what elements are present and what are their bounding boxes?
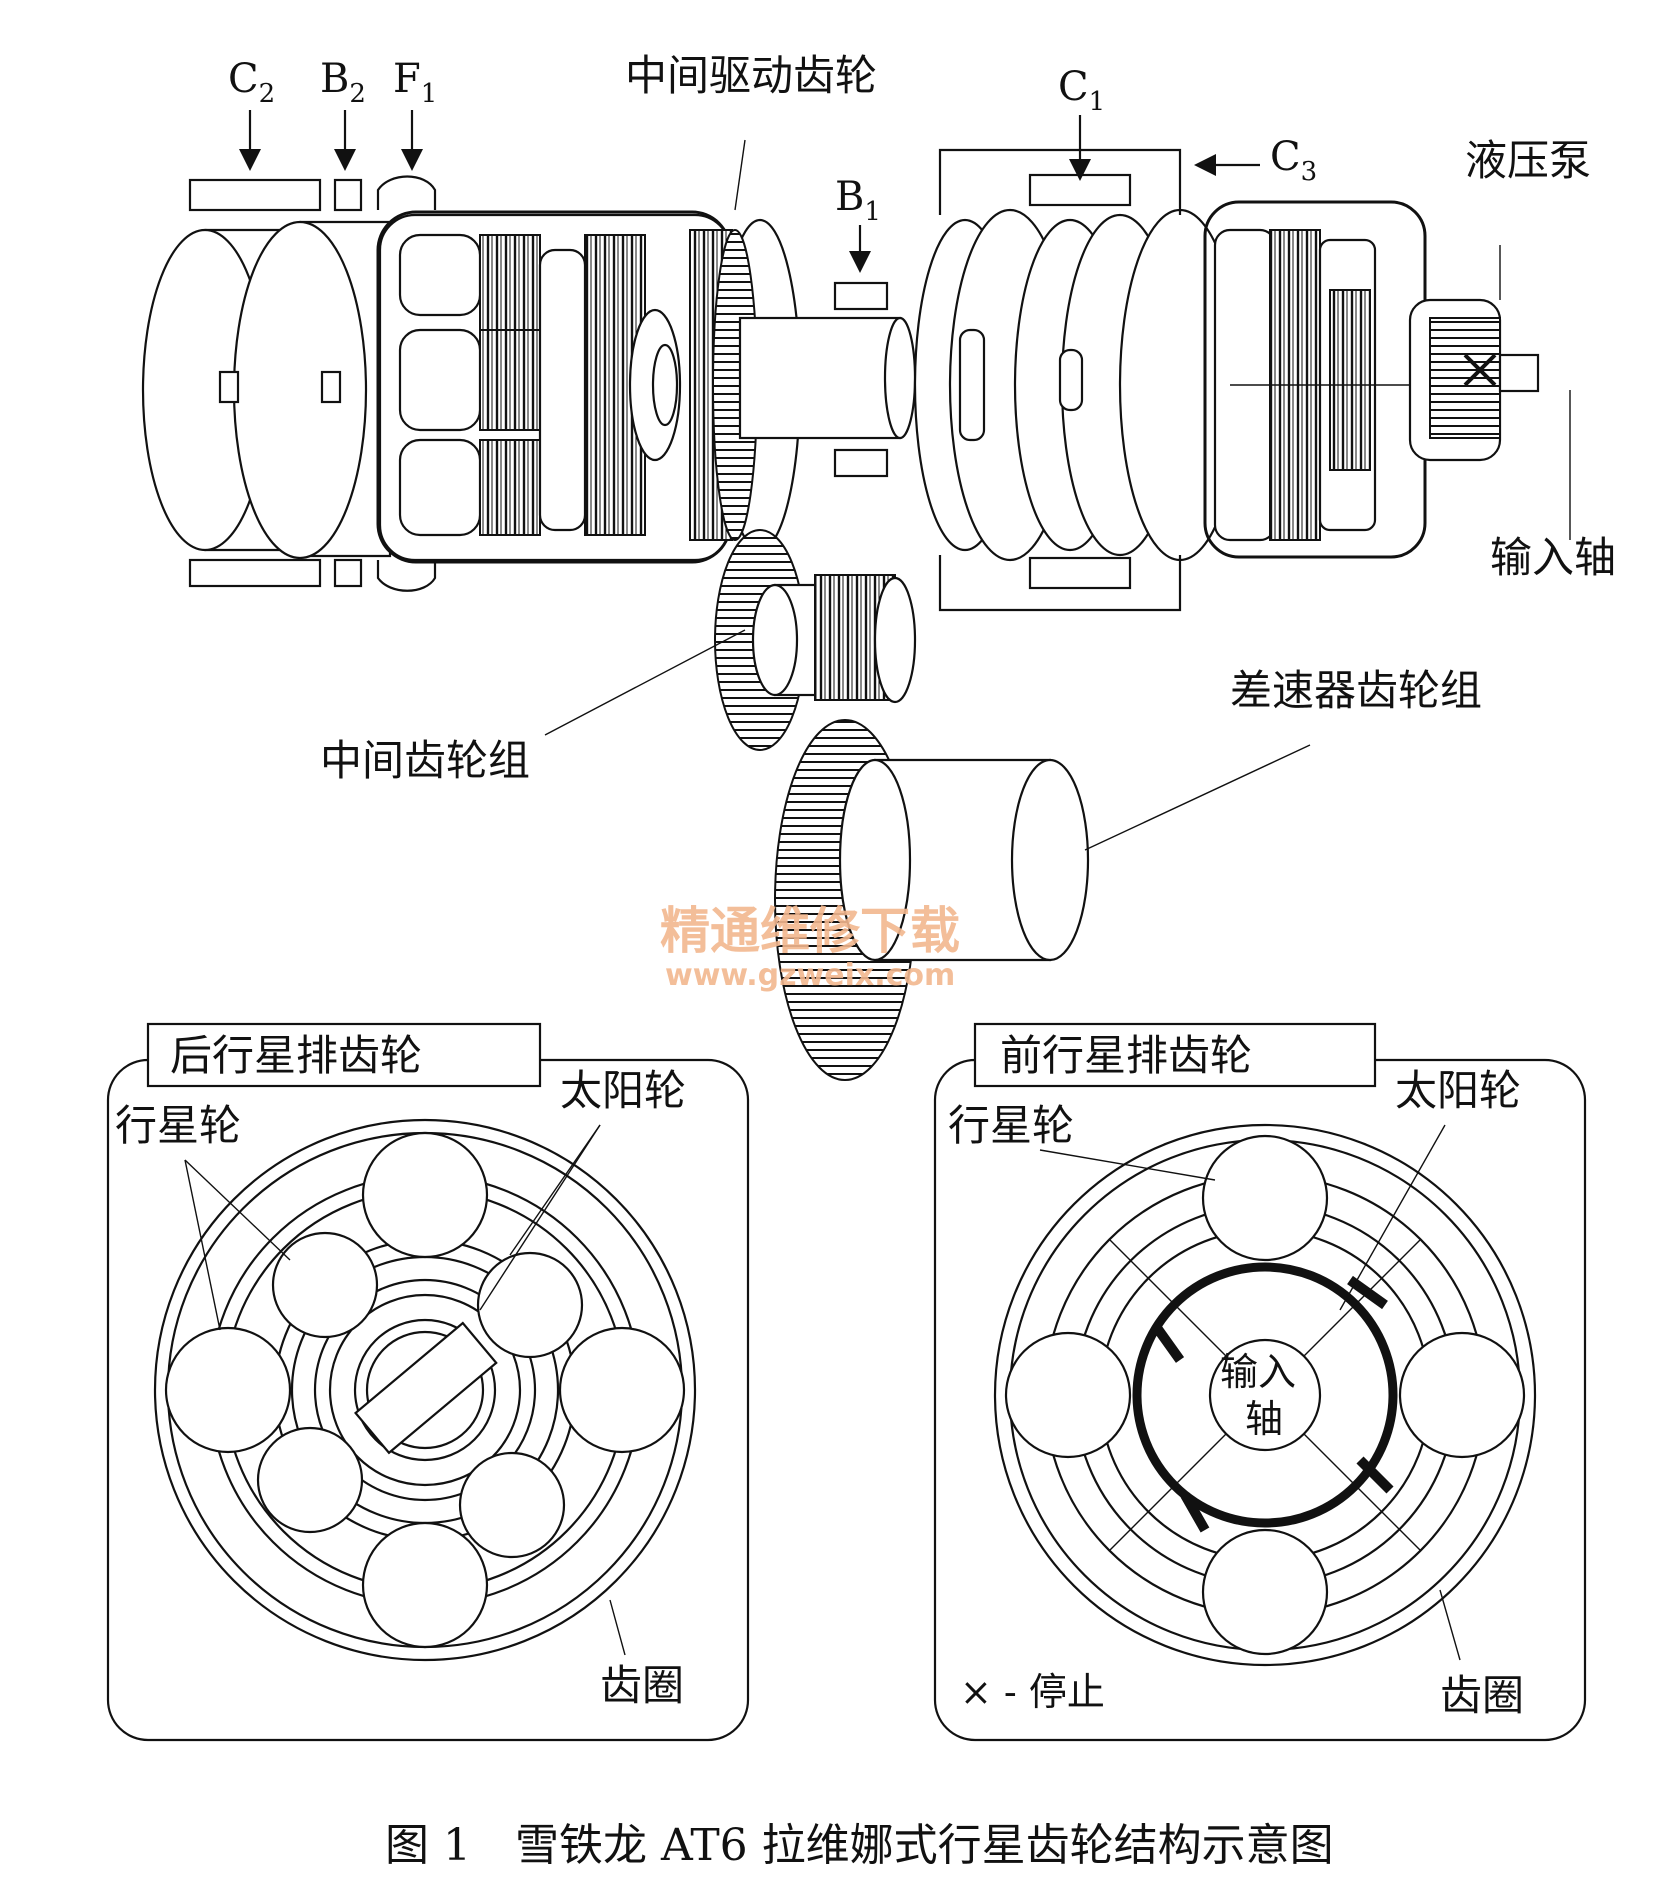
rear-panel-title: 后行星排齿轮 [170,1031,422,1080]
watermark: 精通维修下载 www.gzweix.com [660,902,960,993]
rear-planet-left [164,1326,292,1454]
figure-caption: 图 1 雪铁龙 AT6 拉维娜式行星齿轮结构示意图 [385,1820,1334,1871]
top-left-arrows: C2 B2 F1 [228,56,437,171]
f1-label: F1 [393,56,437,109]
front-input-shaft-label-1: 输入 [1220,1350,1296,1394]
svg-text:精通维修下载: 精通维修下载 [660,902,960,960]
rear-planetary-set [376,210,733,564]
rear-planet-inner-2 [476,1251,584,1359]
left-clutch-drums [141,220,392,560]
c2-label: C2 [228,56,275,109]
hydraulic-pump-input-shaft: 液压泵 输入轴 [1408,136,1616,582]
input-shaft-label: 输入轴 [1490,533,1616,582]
c1-c3-clutch-drums: C1 C3 [913,64,1317,612]
front-planetary-set [1203,200,1427,559]
front-planet-bottom [1201,1528,1329,1656]
front-planet-right [1398,1331,1526,1459]
central-shaft [738,316,917,440]
rear-planet-gear-label: 行星轮 [115,1101,241,1150]
rear-planet-inner-4 [458,1451,566,1559]
c1-label: C1 [1058,64,1105,117]
front-panel-title: 前行星排齿轮 [1000,1031,1252,1080]
differential-gear-set: 差速器齿轮组 [774,666,1482,1081]
intermediate-gear-set-label: 中间齿轮组 [320,736,530,785]
rear-planet-right [558,1326,686,1454]
front-planet-gear-label: 行星轮 [948,1101,1074,1150]
front-input-shaft-label-2: 轴 [1245,1397,1283,1441]
rear-planet-bottom [361,1521,489,1649]
front-sun-gear-label: 太阳轮 [1395,1066,1521,1115]
c3-label: C3 [1270,134,1317,187]
rear-planet-inner-3 [256,1426,364,1534]
front-ring-gear-label: 齿圈 [1440,1671,1524,1720]
b1-label: B1 [835,174,881,227]
b1-brake: B1 [833,174,889,478]
c2-b2-f1-blocks [188,175,437,592]
front-planet-top [1201,1134,1329,1262]
rear-planet-inner-1 [271,1231,379,1339]
transmission-drawing: C2 B2 F1 中间驱动齿轮 [141,51,1616,1081]
front-planetary-panel: 前行星排齿轮 输入 轴 行星轮 太阳轮 齿圈 × - 停止 [933,1022,1587,1742]
rear-ring-gear-label: 齿圈 [600,1661,684,1710]
stop-legend: × - 停止 [960,1670,1105,1714]
svg-text:www.gzweix.com: www.gzweix.com [665,958,955,993]
intermediate-gear-set: 中间齿轮组 [320,529,917,785]
rear-planetary-panel: 后行星排齿轮 行星轮 太阳轮 齿圈 [106,1022,750,1742]
b2-label: B2 [320,56,366,109]
hydraulic-pump-label: 液压泵 [1465,136,1591,185]
rear-planet-top [361,1131,489,1259]
differential-gear-set-label: 差速器齿轮组 [1230,666,1482,715]
intermediate-drive-gear-label: 中间驱动齿轮 [625,51,877,100]
rear-sun-gear-label: 太阳轮 [560,1066,686,1115]
front-planet-left [1004,1331,1132,1459]
front-sun-gear-ring [1132,1262,1398,1528]
